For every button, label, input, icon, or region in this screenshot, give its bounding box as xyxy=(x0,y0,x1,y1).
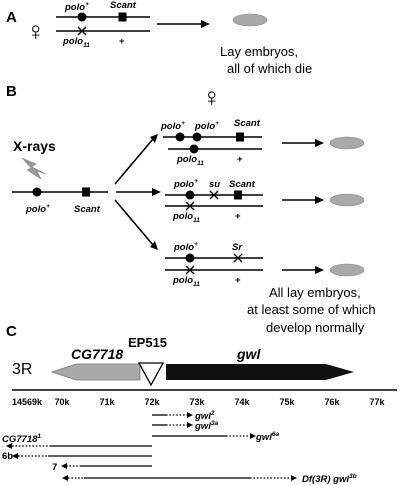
polo11-label: polo11 xyxy=(172,211,200,224)
svg-text:6b: 6b xyxy=(2,451,13,462)
polo11-cross-marker xyxy=(185,201,195,211)
plus-label: + xyxy=(119,36,125,47)
panel-a-result-line2: all of which die xyxy=(227,61,312,76)
cg7718-gene-arrow xyxy=(50,363,141,381)
panel-c-label: C xyxy=(6,323,17,340)
deletion-6b: 6b xyxy=(2,451,152,462)
lightning-bolt-icon xyxy=(21,157,47,180)
deletion-gwl3a: gwl3a xyxy=(152,420,218,432)
xrays-label: X-rays xyxy=(13,138,56,154)
b-row2-chromosomes: polo+ su Scant polo11 + xyxy=(165,178,365,224)
svg-text:Df(3R) gwl3b: Df(3R) gwl3b xyxy=(302,473,357,485)
polo11-label: polo11 xyxy=(62,36,90,49)
polo-plus-label: polo+ xyxy=(173,178,198,190)
tick-label: 71k xyxy=(99,397,115,407)
deletion-cg7718-1: CG77181 xyxy=(2,433,152,449)
sr-cross-marker xyxy=(233,253,243,263)
polo-plus-allele-marker xyxy=(185,253,195,263)
tick-label: 14569k xyxy=(12,397,43,407)
b-row1-chromosomes: polo+ polo+ Scant polo11 + xyxy=(160,118,365,167)
tick-label: 77k xyxy=(369,397,385,407)
tick-label: 70k xyxy=(54,397,70,407)
polo11-label: polo11 xyxy=(176,154,204,167)
female-symbol-a: ♀ xyxy=(26,16,46,46)
svg-text:7: 7 xyxy=(52,462,57,473)
tick-label: 74k xyxy=(234,397,250,407)
ep515-label: EP515 xyxy=(128,335,167,350)
panel-b-result-line1: All lay embryos, xyxy=(269,285,361,300)
plus-label: + xyxy=(237,154,243,165)
panel-b-result-line2: at least some of which xyxy=(247,302,376,317)
deletion-gwl6a: gwl6a xyxy=(152,431,279,443)
deletion-7: 7 xyxy=(52,462,152,473)
deletion-gwl2: gwl2 xyxy=(152,410,215,422)
scant-allele-marker xyxy=(82,187,90,197)
scant-allele-marker xyxy=(236,132,244,142)
polo-plus-allele-marker xyxy=(175,132,185,142)
polo-plus-allele-marker xyxy=(77,12,87,22)
polo-plus-allele-marker xyxy=(32,187,42,197)
svg-text:CG77181: CG77181 xyxy=(2,433,41,445)
genomic-axis: 14569k 70k 71k 72k 73k 74k 75k 76k 77k xyxy=(12,389,397,407)
polo11-cross-marker xyxy=(185,265,195,275)
polo-plus-allele-marker xyxy=(192,132,202,142)
sr-label: Sr xyxy=(232,242,243,253)
tick-label: 72k xyxy=(144,397,160,407)
panel-a-label: A xyxy=(6,9,17,26)
scant-label: Scant xyxy=(110,0,137,11)
plus-label: + xyxy=(235,211,241,222)
panel-b-label: B xyxy=(6,83,17,100)
embryo-icon xyxy=(329,136,365,150)
gwl-gene-arrow xyxy=(166,364,354,380)
embryo-icon xyxy=(232,13,268,27)
ep515-insertion-icon xyxy=(137,362,165,387)
polo11-label: polo11 xyxy=(172,275,200,288)
embryo-icon xyxy=(329,193,365,207)
scant-allele-marker xyxy=(118,12,127,22)
tick-label: 76k xyxy=(324,397,340,407)
polo-plus-label: polo+ xyxy=(173,241,198,253)
scant-label: Scant xyxy=(74,204,101,215)
su-cross-marker xyxy=(209,190,219,200)
polo-plus-label: polo+ xyxy=(25,203,50,215)
plus-label: + xyxy=(235,275,241,286)
panel-a-chromosomes: polo+ Scant polo11 + xyxy=(56,0,150,49)
polo-plus-label: polo+ xyxy=(64,1,89,13)
source-chromosome: polo+ Scant xyxy=(12,187,108,215)
cg7718-gene-label: CG7718 xyxy=(71,346,123,362)
embryo-icon xyxy=(329,263,365,277)
panel-a-arrow xyxy=(157,20,210,28)
svg-text:gwl2: gwl2 xyxy=(194,410,215,422)
gwl-gene-label: gwl xyxy=(236,346,261,362)
polo11-allele-marker xyxy=(189,144,199,154)
polo-plus-allele-marker xyxy=(185,190,195,200)
panel-a-result-line1: Lay embryos, xyxy=(220,44,298,59)
scant-allele-marker xyxy=(234,190,242,200)
svg-text:gwl6a: gwl6a xyxy=(255,431,279,443)
svg-text:gwl3a: gwl3a xyxy=(194,420,218,432)
branch-arrows xyxy=(114,134,161,250)
polo-plus-label: polo+ xyxy=(194,120,219,132)
scant-label: Scant xyxy=(234,118,261,129)
tick-label: 73k xyxy=(189,397,205,407)
chromosome-arm-label: 3R xyxy=(12,361,32,378)
deletion-df3r-gwl3b: Df(3R) gwl3b xyxy=(62,473,357,485)
polo-plus-label: polo+ xyxy=(160,120,185,132)
panel-b-result-line3: develop normally xyxy=(266,320,365,335)
scant-label: Scant xyxy=(229,179,256,190)
tick-label: 75k xyxy=(279,397,295,407)
female-symbol-b: ♀ xyxy=(202,82,222,112)
su-label: su xyxy=(209,179,220,190)
b-row3-chromosomes: polo+ Sr polo11 + xyxy=(165,241,365,288)
polo11-cross-marker xyxy=(77,26,87,36)
